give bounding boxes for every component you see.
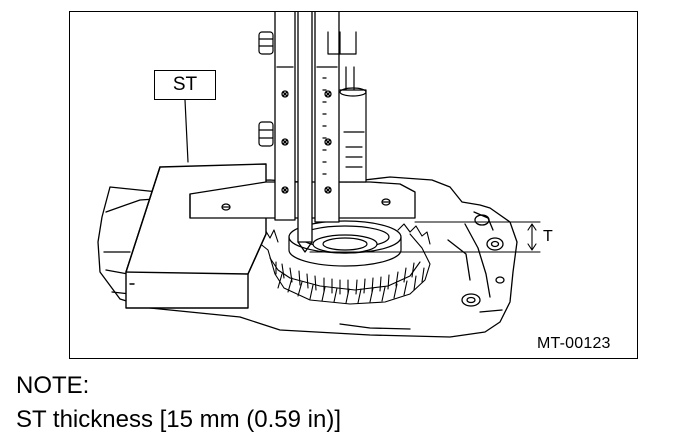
st-callout-label: ST — [154, 70, 216, 100]
illustration-frame: ST T MT-00123 — [69, 11, 638, 359]
technical-illustration — [97, 12, 541, 338]
st-leader-line — [184, 99, 189, 163]
figure-code: MT-00123 — [537, 335, 611, 352]
t-dimension — [309, 221, 541, 253]
clamp-screws — [258, 31, 274, 147]
note-body: ST thickness [15 mm (0.59 in)] — [16, 406, 342, 433]
gauge-beam — [274, 12, 340, 253]
note-heading: NOTE: — [16, 372, 90, 399]
shaft-hub — [288, 220, 402, 267]
gauge-upright — [327, 31, 367, 183]
t-callout-label: T — [543, 228, 553, 245]
